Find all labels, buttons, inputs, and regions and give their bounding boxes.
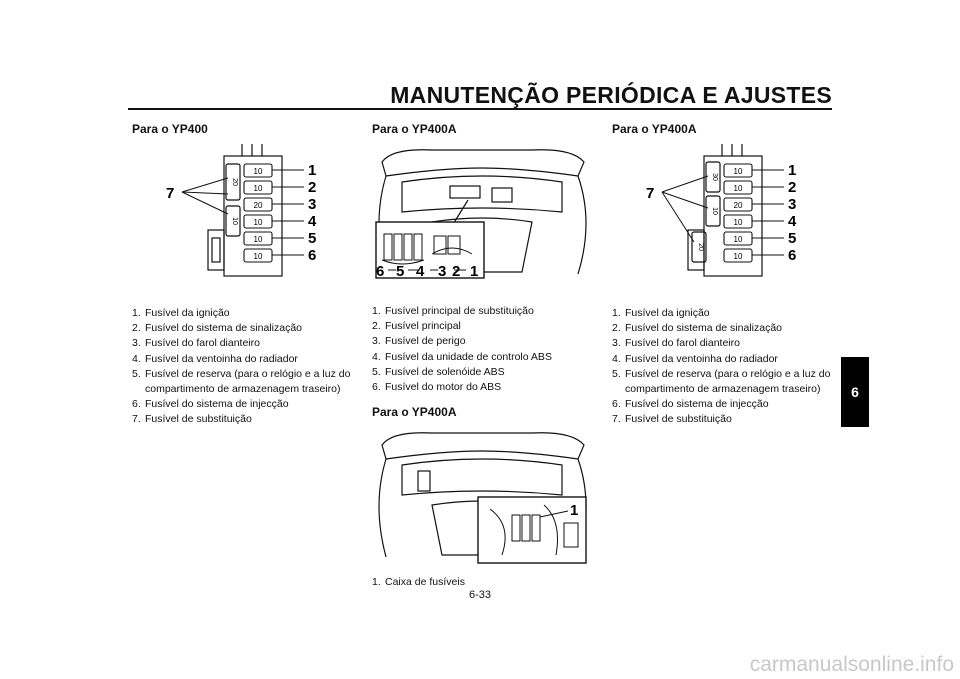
callout-3: 3 bbox=[438, 263, 446, 280]
fuse-label: 10 bbox=[254, 184, 263, 193]
side-fuse-label: 20 bbox=[231, 178, 238, 186]
side-fuse-label: 20 bbox=[697, 243, 704, 251]
fuse-label: 20 bbox=[734, 201, 743, 210]
callout-6: 6 bbox=[788, 247, 796, 264]
page-title: MANUTENÇÃO PERIÓDICA E AJUSTES bbox=[390, 82, 832, 108]
list-item: 4.Fusível da ventoinha do radiador bbox=[612, 352, 778, 365]
list-item: 5.Fusível de solenóide ABS bbox=[372, 365, 505, 378]
list-item: 7.Fusível de substituição bbox=[612, 413, 732, 426]
fuse-label: 10 bbox=[734, 184, 743, 193]
section-yp400a-abs: Para o YP400A 6 5 4 3 2 bbox=[372, 122, 592, 590]
page-number: 6-33 bbox=[468, 589, 492, 601]
list-item: 2.Fusível do sistema de sinalização bbox=[612, 322, 782, 335]
list-item: 5.Fusível de reserva (para o relógio e a… bbox=[132, 367, 351, 396]
list-item: 1.Caixa de fusíveis bbox=[372, 576, 465, 589]
list-item: 7.Fusível de substituição bbox=[132, 413, 252, 426]
chapter-tab: 6 bbox=[841, 357, 869, 427]
list-item: 4.Fusível da ventoinha do radiador bbox=[132, 352, 298, 365]
list-item: 5.Fusível de reserva (para o relógio e a… bbox=[612, 367, 831, 396]
section-title: Para o YP400 bbox=[132, 122, 208, 136]
fuse-label: 10 bbox=[254, 252, 263, 261]
section-title: Para o YP400A bbox=[612, 122, 697, 136]
fuse-label: 10 bbox=[254, 235, 263, 244]
list-item: 6.Fusível do sistema de injecção bbox=[612, 398, 769, 411]
fuse-label: 20 bbox=[254, 201, 263, 210]
fuse-box-diagram-yp400a: 30 10 20 10 10 20 10 10 10 bbox=[646, 144, 797, 277]
fuse-label: 10 bbox=[734, 167, 743, 176]
callout-1: 1 bbox=[788, 162, 796, 179]
section-yp400a: Para o YP400A 30 10 20 10 10 20 10 10 10 bbox=[612, 122, 832, 428]
abs-fuse-illustration: 6 5 4 3 2 1 bbox=[375, 149, 587, 280]
callout-4: 4 bbox=[416, 263, 425, 280]
legend-list: 1.Fusível da ignição 2.Fusível do sistem… bbox=[612, 306, 832, 428]
section-title: Para o YP400A bbox=[372, 405, 457, 420]
list-item: 6.Fusível do sistema de injecção bbox=[132, 398, 289, 411]
fuse-label: 10 bbox=[254, 218, 263, 227]
callout-6: 6 bbox=[308, 247, 316, 264]
legend-list: 1.Fusível principal de substituição 2.Fu… bbox=[372, 304, 592, 395]
header-divider bbox=[128, 108, 832, 110]
list-item: 4.Fusível da unidade de controlo ABS bbox=[372, 350, 552, 363]
list-item: 1.Fusível da ignição bbox=[132, 307, 230, 319]
fuse-box-location-illustration: 1 bbox=[378, 432, 587, 564]
list-item: 1.Fusível principal de substituição bbox=[372, 305, 534, 317]
list-item: 1.Fusível da ignição bbox=[612, 307, 710, 319]
callout-7: 7 bbox=[646, 185, 654, 202]
callout-3: 3 bbox=[788, 196, 796, 213]
callout-5: 5 bbox=[308, 230, 316, 247]
list-item: 2.Fusível do sistema de sinalização bbox=[132, 322, 302, 335]
section-yp400: Para o YP400 20 10 10 10 20 10 10 10 bbox=[132, 122, 352, 428]
list-item: 3.Fusível de perigo bbox=[372, 335, 466, 348]
fuse-label: 10 bbox=[734, 252, 743, 261]
callout-1: 1 bbox=[470, 263, 478, 280]
callout-2: 2 bbox=[788, 179, 796, 196]
callout-1: 1 bbox=[570, 502, 578, 519]
legend-list: 1.Caixa de fusíveis bbox=[372, 575, 592, 590]
callout-4: 4 bbox=[308, 213, 317, 230]
callout-2: 2 bbox=[452, 263, 460, 280]
side-fuse-label: 10 bbox=[231, 217, 238, 225]
callout-6: 6 bbox=[376, 263, 384, 280]
callout-5: 5 bbox=[788, 230, 796, 247]
callout-1: 1 bbox=[308, 162, 316, 179]
watermark: carmanualsonline.info bbox=[749, 653, 954, 676]
fuse-box-diagram-yp400: 20 10 10 10 20 10 10 10 bbox=[166, 144, 317, 277]
side-fuse-label: 30 bbox=[711, 173, 718, 181]
side-fuse-label: 10 bbox=[711, 207, 718, 215]
list-item: 6.Fusível do motor do ABS bbox=[372, 381, 502, 394]
callout-7: 7 bbox=[166, 185, 174, 202]
callout-5: 5 bbox=[396, 263, 404, 280]
callout-4: 4 bbox=[788, 213, 797, 230]
section-title: Para o YP400A bbox=[372, 122, 457, 136]
fuse-label: 10 bbox=[254, 167, 263, 176]
fuse-label: 10 bbox=[734, 235, 743, 244]
callout-2: 2 bbox=[308, 179, 316, 196]
list-item: 3.Fusível do farol dianteiro bbox=[612, 337, 740, 350]
list-item: 3.Fusível do farol dianteiro bbox=[132, 337, 260, 350]
callout-3: 3 bbox=[308, 196, 316, 213]
legend-list: 1.Fusível da ignição 2.Fusível do sistem… bbox=[132, 306, 352, 428]
fuse-label: 10 bbox=[734, 218, 743, 227]
list-item: 2.Fusível principal bbox=[372, 320, 461, 333]
